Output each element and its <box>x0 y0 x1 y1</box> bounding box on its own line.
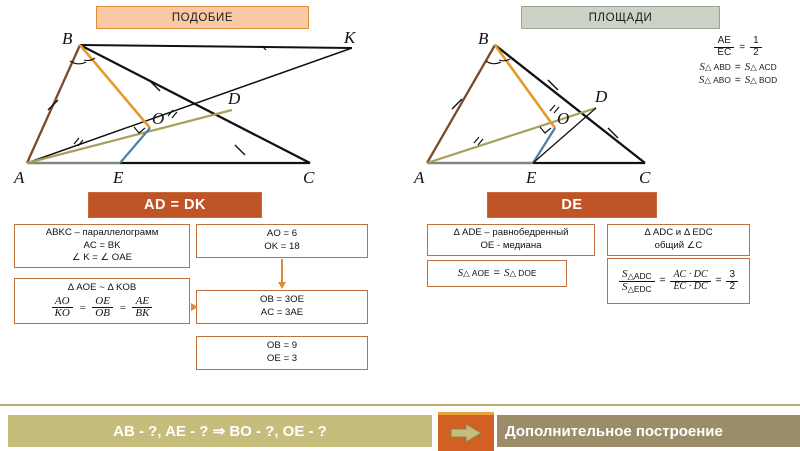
ao-value: AO = 6 <box>266 228 298 240</box>
equation-abd-acd: S△ ABD = S△ ACD <box>699 61 777 74</box>
box-parallelogram-facts: ABKC – параллелограмм AC = BK ∠ K = ∠ OA… <box>14 224 190 268</box>
aratio-num-sub: ADC <box>633 270 652 281</box>
ratio3-den: BK <box>132 307 153 320</box>
box-triangles-adc-edc: Δ ADC и Δ EDC общий ∠C <box>607 224 750 256</box>
ratio-num: AE <box>717 35 731 46</box>
label-K-left: K <box>343 28 357 47</box>
ob-relation: OB = 3OE <box>260 294 304 306</box>
ratio-chain: AO KO = OE OB = AE BK <box>50 294 155 320</box>
isosceles-line-2: OE - медиана <box>480 240 542 251</box>
triangles-line-1: Δ ADC и Δ EDC <box>644 227 713 239</box>
ratio1-num: AO <box>54 294 70 307</box>
box-ao-ok-values: AO = 6 OK = 18 <box>196 224 368 258</box>
label-B-left: B <box>62 29 73 48</box>
label-B-right: B <box>478 29 489 48</box>
box-isosceles-ade: Δ ADE – равнобедренный OE - медиана <box>427 224 595 256</box>
ratio3-num: AE <box>135 294 150 307</box>
ok-value: OK = 18 <box>264 241 300 252</box>
area-ratio-chain: S△ADC S△EDC = AC · DC EC · DC = 3 2 <box>617 268 740 294</box>
diagram-similarity: B A C K D E O <box>0 28 400 188</box>
oe-value: OE = 3 <box>266 353 298 364</box>
aratio3-num: 3 <box>729 268 736 280</box>
title-bar-de: DE <box>487 192 657 218</box>
area-equality: S△ AOE = S△ DOE <box>457 267 537 280</box>
ratio-ae-ec: AE EC = 1 2 <box>712 35 763 59</box>
label-O-left: O <box>152 109 164 128</box>
title-bar-ad-dk: AD = DK <box>88 192 262 218</box>
label-A-right: A <box>413 168 425 187</box>
eq2-right-sub: BOD <box>758 75 778 86</box>
label-E-right: E <box>525 168 537 187</box>
label-C-left: C <box>303 168 315 187</box>
bottom-arrow-box <box>438 412 494 451</box>
label-O-right: O <box>557 109 569 128</box>
fact-line-3: ∠ K = ∠ OAE <box>71 252 133 264</box>
box-ob-oe-values: OB = 9 OE = 3 <box>196 336 368 370</box>
eq1-right-sub: ACD <box>758 62 777 73</box>
ratio2-den: OB <box>92 307 113 320</box>
eq1-left-sub: ABD <box>713 62 731 73</box>
ac-relation: AC = 3AE <box>260 307 304 318</box>
area-right-sub: DOE <box>518 267 537 278</box>
bottom-action-banner: Дополнительное построение <box>497 415 800 447</box>
aratio-den-sub: EDC <box>633 283 652 294</box>
aratio3-den: 2 <box>726 280 739 293</box>
triangles-line-2: общий ∠C <box>654 240 703 251</box>
box-similar-triangles: Δ AOE ~ Δ KOB AO KO = OE OB = AE BK <box>14 278 190 324</box>
ratio2-num: OE <box>95 294 110 307</box>
bottom-question-banner: AB - ?, AE - ? ⇒ BO - ?, OE - ? <box>8 415 432 447</box>
ratio-eq-num: 1 <box>753 35 759 46</box>
fact-line-1: ABKC – параллелограмм <box>45 227 159 239</box>
ob-value: OB = 9 <box>266 340 298 352</box>
box-area-ratio-adc-edc: S△ADC S△EDC = AC · DC EC · DC = 3 2 <box>607 258 750 304</box>
label-A-left: A <box>13 168 25 187</box>
similar-statement: Δ AOE ~ Δ KOB <box>67 282 137 294</box>
ratio1-den: KO <box>51 307 73 320</box>
box-ob-ac-relations: OB = 3OE AC = 3AE <box>196 290 368 324</box>
aratio2-den: EC · DC <box>670 280 711 293</box>
ratio-eq-den: 2 <box>750 46 762 59</box>
header-areas: ПЛОЩАДИ <box>521 6 720 29</box>
label-E-left: E <box>112 168 124 187</box>
header-similarity: ПОДОБИЕ <box>96 6 309 29</box>
diagram-areas: B A C D E O <box>400 28 680 188</box>
box-area-aoe-doe: S△ AOE = S△ DOE <box>427 260 567 287</box>
fact-line-2: AC = BK <box>83 239 121 251</box>
isosceles-line-1: Δ ADE – равнобедренный <box>453 227 569 239</box>
equation-abo-bod: S△ ABO = S△ BOD <box>698 74 778 87</box>
label-D-right: D <box>594 87 608 106</box>
right-arrow-icon <box>450 423 482 443</box>
label-C-right: C <box>639 168 651 187</box>
area-left-sub: AOE <box>471 267 490 278</box>
area-formulas-block: AE EC = 1 2 S△ ABD = S△ ACD S△ ABO = S△ … <box>676 35 800 87</box>
label-D-left: D <box>227 89 241 108</box>
ratio-den: EC <box>714 46 735 59</box>
aratio2-num: AC · DC <box>673 268 708 280</box>
eq2-left-sub: ABO <box>713 75 731 86</box>
bottom-divider <box>0 404 800 406</box>
flow-arrow-down <box>278 259 285 289</box>
